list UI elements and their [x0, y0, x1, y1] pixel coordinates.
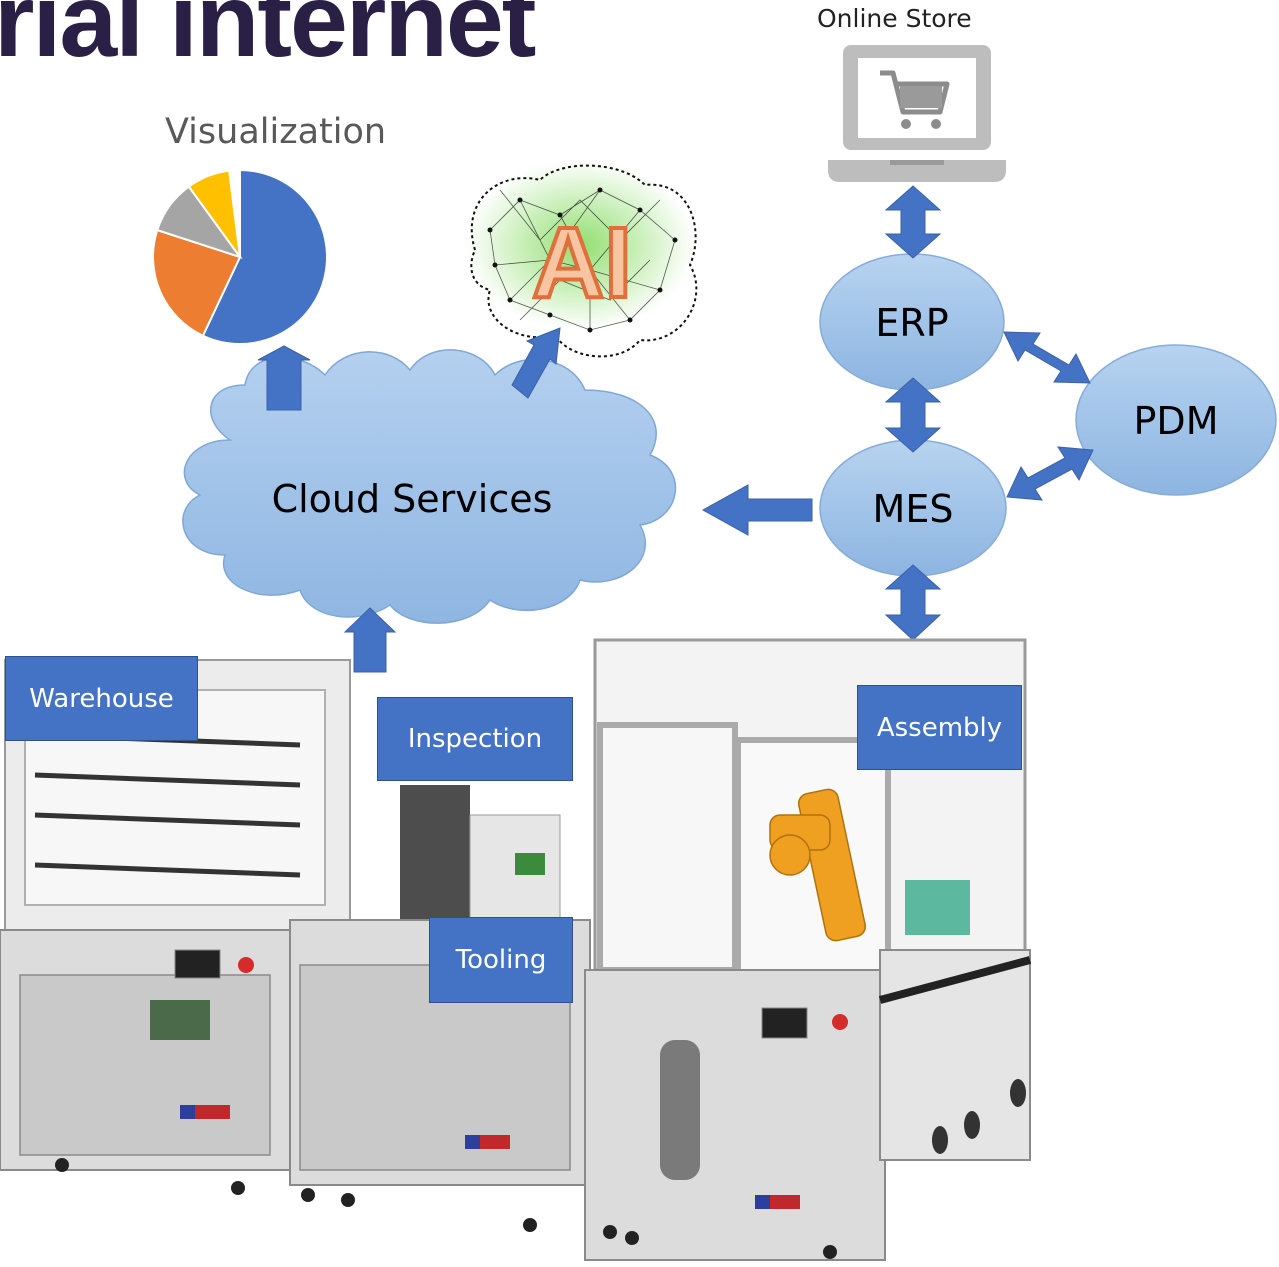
arrow-mes-to-cloud: [701, 484, 813, 536]
factory-equipment: [0, 638, 1032, 1261]
pie-slice-orange: [152, 228, 242, 338]
tooling-station-label: Tooling: [429, 917, 573, 1003]
mes-label: MES: [873, 487, 954, 531]
arrow-mes-factory: [884, 564, 942, 641]
inspection-station-label: Inspection: [377, 697, 573, 781]
cloud-services-shape: [182, 349, 677, 624]
erp-label: ERP: [875, 301, 948, 345]
visualization-pie-chart: [152, 168, 328, 345]
pie-slice-yellow: [187, 169, 241, 258]
pie-slice-blue: [201, 168, 328, 345]
robot-arm-icon: [769, 788, 867, 942]
assembly-station-label: Assembly: [857, 685, 1022, 770]
cloud-services-label: Cloud Services: [272, 477, 553, 521]
online-store-label: Online Store: [817, 4, 972, 33]
arrow-cloud-to-visualization: [257, 345, 311, 411]
warehouse-station-label: Warehouse: [5, 656, 198, 741]
shopping-cart-icon: [880, 70, 950, 129]
ai-label: AI: [532, 207, 632, 319]
pdm-label: PDM: [1134, 399, 1219, 443]
arrow-mes-pdm: [1006, 446, 1094, 501]
arrow-factory-to-cloud: [343, 607, 397, 673]
visualization-label: Visualization: [165, 112, 387, 152]
assembly-module: [584, 638, 1032, 1261]
arrow-store-erp: [884, 185, 942, 259]
pdm-node: [1075, 344, 1277, 496]
arrow-erp-pdm: [1003, 331, 1091, 384]
arrow-cloud-to-ai: [511, 327, 561, 399]
arrow-erp-mes: [884, 377, 942, 453]
header-title: rial internet: [0, 0, 536, 79]
ai-brain-icon: [465, 160, 698, 358]
